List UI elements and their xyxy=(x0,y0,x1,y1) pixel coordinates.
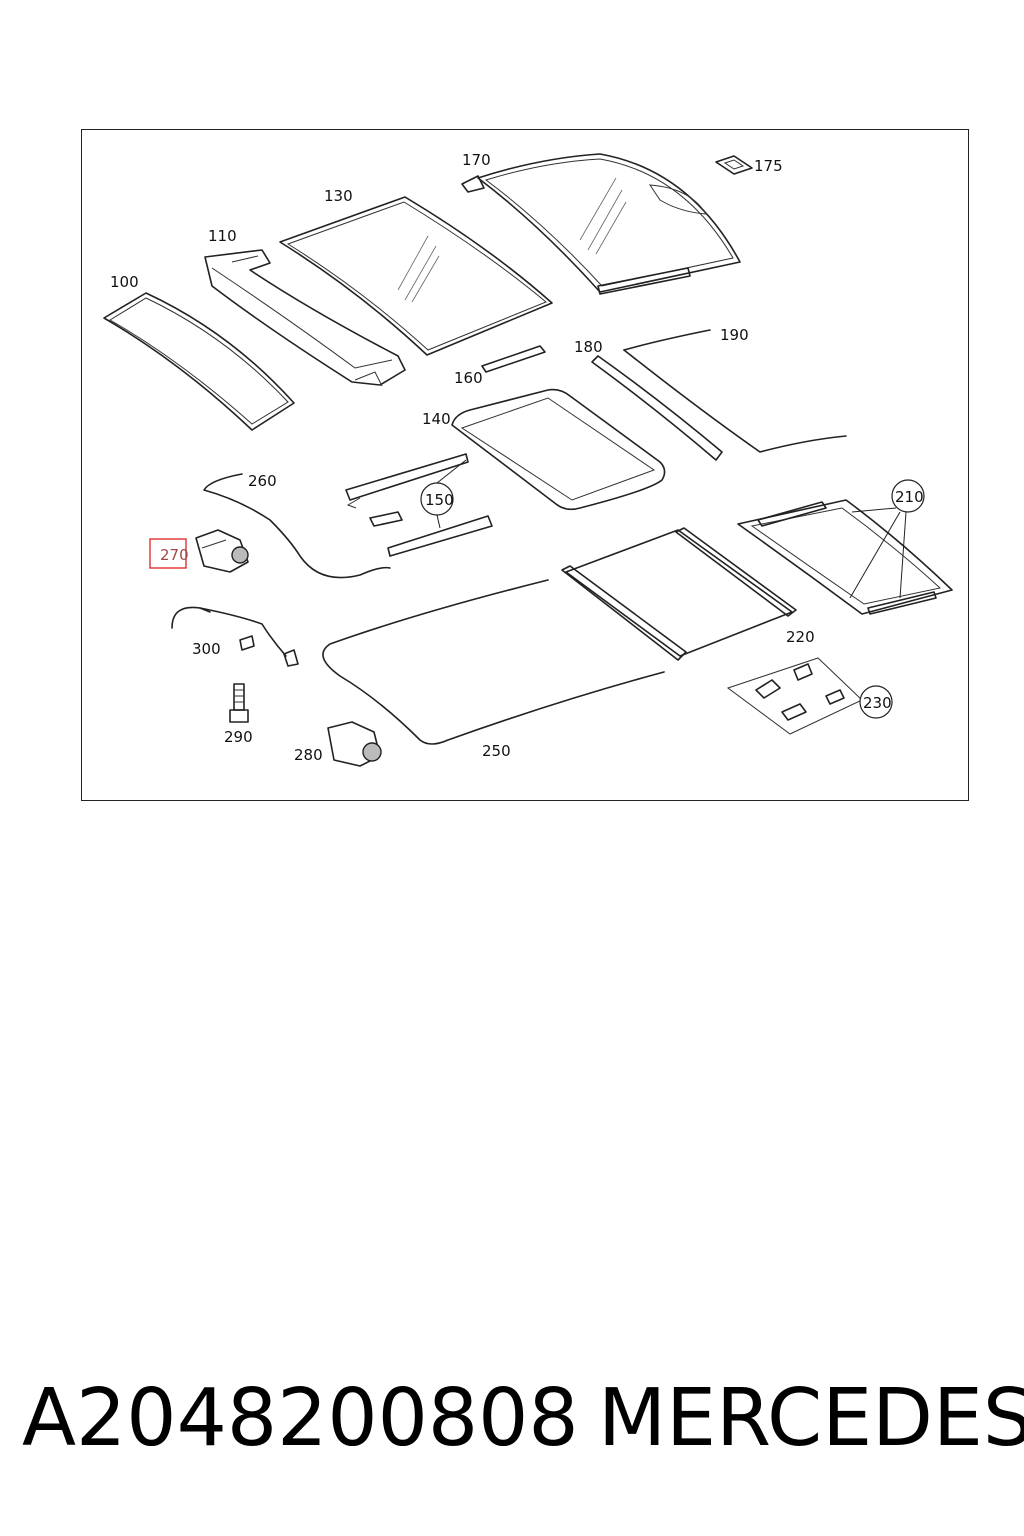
label-100[interactable]: 100 xyxy=(110,273,139,291)
part-230-clips[interactable] xyxy=(726,657,863,735)
part-280-motor[interactable] xyxy=(327,721,382,767)
part-270-motor[interactable] xyxy=(195,529,249,573)
label-220[interactable]: 220 xyxy=(786,628,815,646)
part-110-frame[interactable] xyxy=(204,249,406,387)
part-140-frame-seal[interactable] xyxy=(451,388,666,511)
label-170[interactable]: 170 xyxy=(462,151,491,169)
label-140[interactable]: 140 xyxy=(422,410,451,428)
part-220-sunshade[interactable] xyxy=(561,527,797,661)
label-270[interactable]: 270 xyxy=(160,546,189,564)
label-190[interactable]: 190 xyxy=(720,326,749,344)
label-290[interactable]: 290 xyxy=(224,728,253,746)
callout-210 xyxy=(891,479,925,513)
label-230[interactable]: 230 xyxy=(863,694,892,712)
label-150[interactable]: 150 xyxy=(425,491,454,509)
part-180-seal[interactable] xyxy=(591,355,723,461)
part-190-seal[interactable] xyxy=(623,329,847,453)
label-280[interactable]: 280 xyxy=(294,746,323,764)
diagram-frame xyxy=(81,129,969,801)
part-number: A2048200808 xyxy=(22,1372,579,1464)
part-250-seal[interactable] xyxy=(322,579,665,745)
part-150-guide-rails[interactable] xyxy=(345,453,493,557)
part-300-harness[interactable] xyxy=(171,606,299,667)
label-210[interactable]: 210 xyxy=(895,488,924,506)
brand-name: MERCEDES xyxy=(598,1372,1024,1464)
part-175-cap[interactable] xyxy=(715,155,753,175)
label-260[interactable]: 260 xyxy=(248,472,277,490)
callout-230 xyxy=(859,685,893,719)
part-160-strip[interactable] xyxy=(481,345,546,373)
label-160[interactable]: 160 xyxy=(454,369,483,387)
highlight-box-270 xyxy=(149,538,187,569)
label-250[interactable]: 250 xyxy=(482,742,511,760)
part-100-panel[interactable] xyxy=(103,292,295,431)
label-110[interactable]: 110 xyxy=(208,227,237,245)
part-130-glass-panel[interactable] xyxy=(279,196,553,356)
label-180[interactable]: 180 xyxy=(574,338,603,356)
label-130[interactable]: 130 xyxy=(324,187,353,205)
label-300[interactable]: 300 xyxy=(192,640,221,658)
part-210-rear-frame[interactable] xyxy=(737,499,953,615)
part-260-cable[interactable] xyxy=(203,473,391,579)
part-290-bolt[interactable] xyxy=(229,683,249,723)
footer: A2048200808 MERCEDES xyxy=(22,1372,1024,1482)
part-170-panoramic-glass[interactable] xyxy=(461,153,741,295)
label-175[interactable]: 175 xyxy=(754,157,783,175)
